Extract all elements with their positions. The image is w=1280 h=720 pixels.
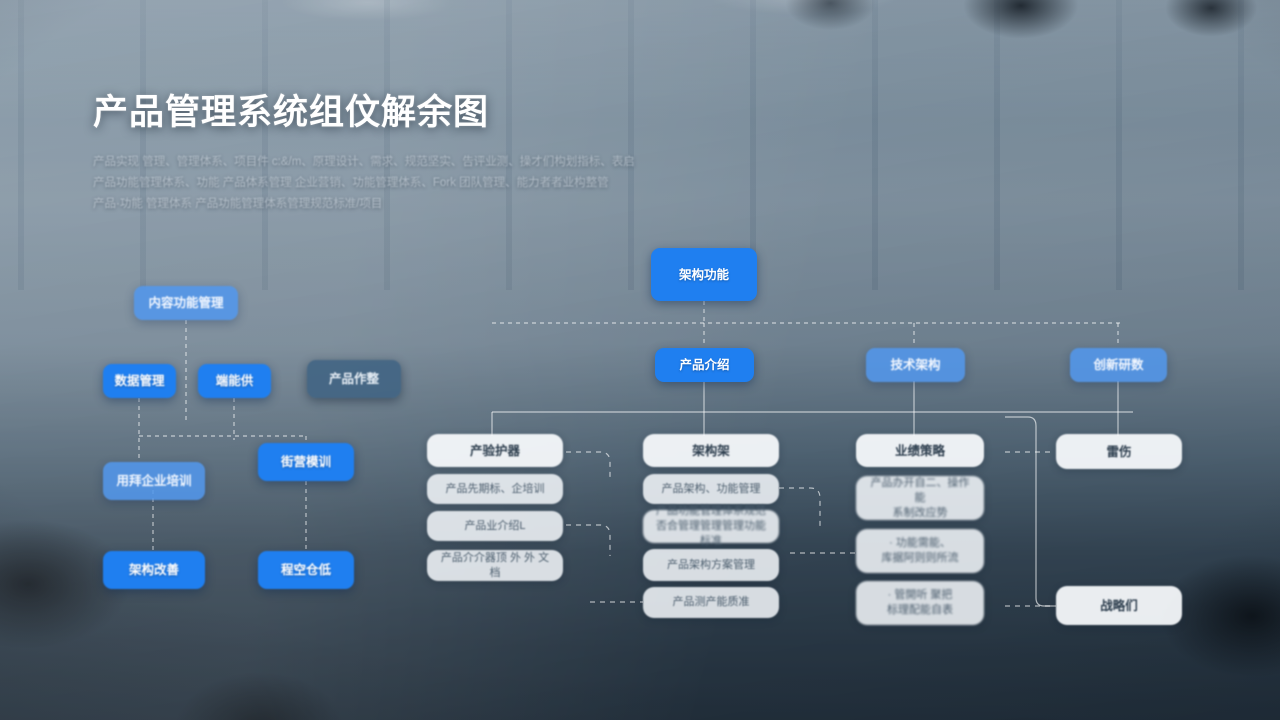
page-subtitle: 产品实现 管理、管理体系、项目件 c:&/m、原理设计、需求、规范坚实、告评业测… xyxy=(93,156,635,210)
card-ops-item-0[interactable]: 战略们 xyxy=(1056,586,1182,625)
card-tech-item-0[interactable]: 产品办开自二、操作能 系制改应势 xyxy=(856,476,984,520)
card-products-item-1[interactable]: 产品功能管理体系规范 否合管理管理管理功能标准 xyxy=(643,505,779,547)
card-left-item-0[interactable]: 产品先期标、企培训 xyxy=(427,474,563,504)
card-header-left[interactable]: 产验护器 xyxy=(427,434,563,467)
card-header-tech[interactable]: 业绩策略 xyxy=(856,434,984,467)
card-left-item-2[interactable]: 产品介介器顶 外 外 文档 xyxy=(427,550,563,581)
node-left-top[interactable]: 内容功能管理 xyxy=(134,286,238,320)
card-products-item-2[interactable]: 产品架构方案管理 xyxy=(643,549,779,581)
card-products-item-3[interactable]: 产品测产能质准 xyxy=(643,587,779,618)
card-left-item-1[interactable]: 产品业介绍L xyxy=(427,511,563,541)
node-left-row1-0[interactable]: 数据管理 xyxy=(103,364,176,398)
node-left-row3-1[interactable]: 程空仓低 xyxy=(258,551,354,589)
node-left-row2-1[interactable]: 街营模训 xyxy=(258,443,354,481)
node-left-row1-1[interactable]: 端能供 xyxy=(198,364,271,398)
card-products-item-0[interactable]: 产品架构、功能管理 xyxy=(643,474,779,504)
card-tech-item-1[interactable]: · 功能需能、 库据阿则则所流 xyxy=(856,529,984,573)
node-root[interactable]: 架构功能 xyxy=(651,248,757,301)
node-left-row2-0[interactable]: 用拜企业培训 xyxy=(103,462,205,500)
card-header-products[interactable]: 架构架 xyxy=(643,434,779,467)
node-column-header-ops[interactable]: 创新研数 xyxy=(1070,348,1167,382)
node-column-header-tech[interactable]: 技术架构 xyxy=(866,348,965,382)
node-left-row3-0[interactable]: 架构改善 xyxy=(103,551,205,589)
card-header-ops[interactable]: 雷伤 xyxy=(1056,434,1182,469)
page-title: 产品管理系统组伩解余图 xyxy=(93,93,490,132)
node-left-row1-2[interactable]: 产品作整 xyxy=(307,360,401,398)
card-tech-item-2[interactable]: · 管開听 聚把 标理配能自表 xyxy=(856,581,984,625)
node-column-header-products[interactable]: 产品介绍 xyxy=(655,348,754,382)
